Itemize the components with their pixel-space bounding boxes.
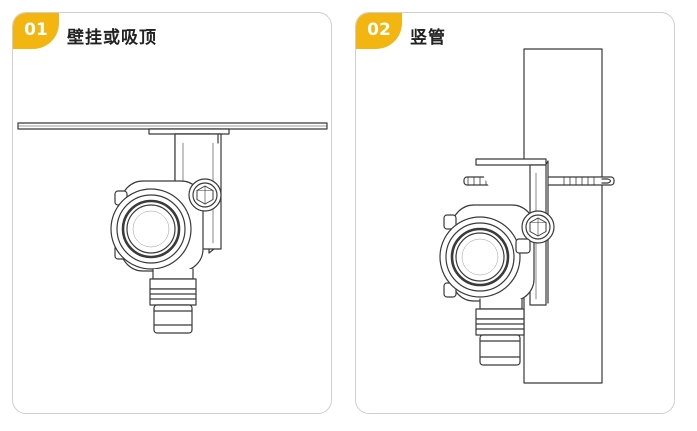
gas-detector	[110, 178, 222, 334]
pipe-mount-illustration	[439, 48, 615, 384]
gas-detector	[439, 204, 555, 366]
panel-title: 壁挂或吸顶	[67, 28, 157, 48]
ceiling-plate	[17, 122, 328, 130]
pipe-mount-panel: 02 竖管	[355, 12, 675, 414]
panel-title: 竖管	[410, 28, 446, 48]
ceiling-mount-illustration	[17, 122, 328, 334]
wall-ceiling-mount-panel: 01 壁挂或吸顶	[12, 12, 332, 414]
step-badge: 01	[13, 13, 59, 49]
